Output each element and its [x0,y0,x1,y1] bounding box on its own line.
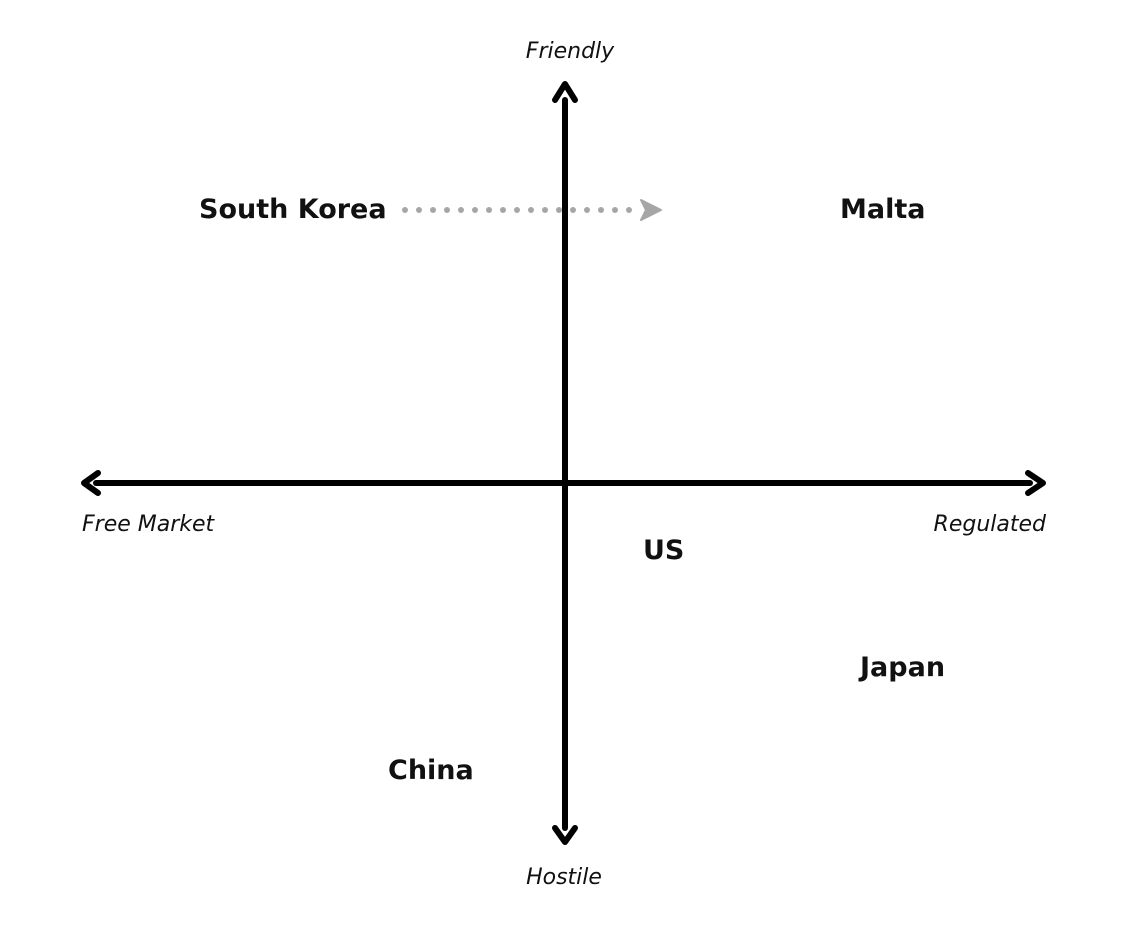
right-arrowhead-icon [1025,470,1046,496]
horizontal-axis [81,470,1046,496]
axis-label-hostile: Hostile [526,865,602,890]
axis-label-free-market: Free Market [82,512,216,537]
left-arrowhead-icon [81,470,101,496]
country-label-us: US [643,535,684,566]
down-arrowhead-icon [552,825,578,845]
country-label-japan: Japan [858,652,945,683]
movement-arrow [402,199,662,221]
axis-label-friendly: Friendly [526,39,615,64]
vertical-axis [552,81,578,845]
axis-label-regulated: Regulated [934,512,1047,537]
up-arrowhead-icon [552,81,578,103]
country-label-china: China [388,755,474,786]
country-label-south-korea: South Korea [199,194,387,225]
country-label-malta: Malta [840,194,925,225]
movement-arrowhead-icon [640,199,662,221]
